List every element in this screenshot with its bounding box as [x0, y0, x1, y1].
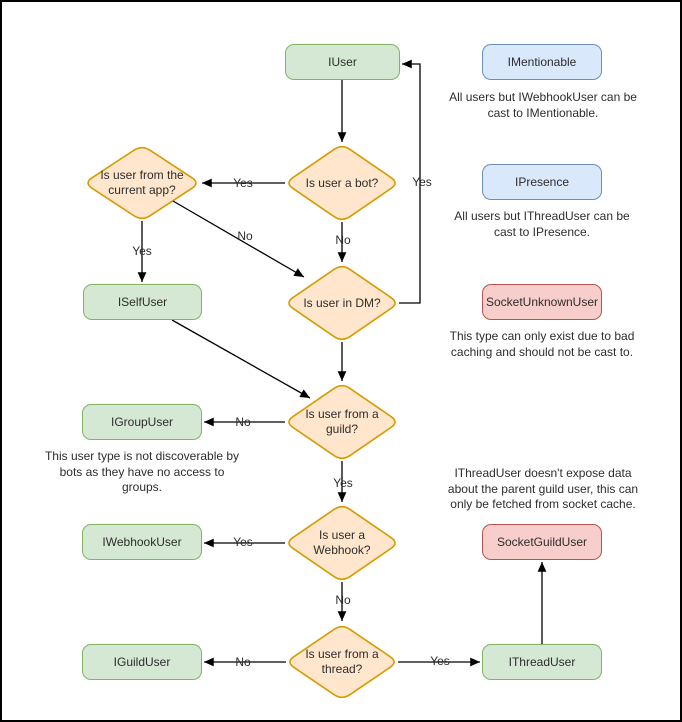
- decision-is-user-from-current-app-label: Is user from the current app?: [100, 168, 184, 197]
- edge-iselfuser-to-guild: [171, 319, 311, 399]
- node-igroupuser: IGroupUser: [82, 404, 202, 440]
- decision-is-user-from-thread-label: Is user from a thread?: [305, 647, 379, 676]
- node-ithreaduser: IThreadUser: [482, 644, 602, 680]
- decision-is-user-in-dm-shape: [288, 265, 396, 341]
- edge-label-webhook-no: No: [335, 593, 351, 607]
- note-igroupuser: This user type is not discoverable by bo…: [44, 449, 240, 494]
- note-ithreaduser: IThreadUser doesn't expose data about th…: [447, 466, 639, 511]
- edge-label-bot-no: No: [335, 233, 351, 247]
- decision-is-user-a-bot-shape: [288, 145, 396, 221]
- edge-label-bot-to-currentapp-yes: Yes: [233, 176, 253, 190]
- decision-is-user-from-current-app-shape: [87, 146, 197, 220]
- edge-dm-to-iuser: [399, 59, 421, 304]
- edge-label-guild-no: No: [235, 415, 251, 429]
- node-ipresence: IPresence: [482, 164, 602, 200]
- edge-label-thread-yes: Yes: [430, 654, 450, 668]
- edge-label-webhook-yes: Yes: [233, 535, 253, 549]
- edge-label-dm-yes: Yes: [412, 175, 432, 189]
- edge-label-currentapp-no: No: [237, 229, 253, 243]
- node-iguilduser: IGuildUser: [82, 644, 202, 680]
- node-iuser: IUser: [285, 44, 400, 80]
- edge-label-guild-yes: Yes: [333, 476, 353, 490]
- decision-is-user-a-bot-label: Is user a bot?: [305, 175, 379, 190]
- decision-is-user-in-dm-label: Is user in DM?: [303, 295, 381, 310]
- note-socketunknownuser: This type can only exist due to bad cach…: [449, 329, 635, 359]
- decision-is-user-from-guild-label: Is user from a guild?: [305, 407, 379, 436]
- decision-is-user-from-thread-shape: [289, 625, 395, 699]
- decision-is-user-from-guild-shape: [288, 384, 396, 460]
- edge-currentapp-to-dm: [172, 200, 305, 278]
- decision-is-user-a-webhook-shape: [288, 505, 396, 581]
- edge-label-currentapp-yes: Yes: [132, 244, 152, 258]
- node-imentionable: IMentionable: [482, 44, 602, 80]
- decision-is-user-a-webhook-label: Is user a Webhook?: [313, 528, 371, 557]
- node-iwebhookuser: IWebhookUser: [82, 524, 202, 560]
- note-ipresence: All users but IThreadUser can be cast to…: [454, 209, 630, 239]
- node-socketguilduser: SocketGuildUser: [482, 524, 602, 560]
- edge-label-thread-no: No: [235, 655, 251, 669]
- node-socketunknownuser: SocketUnknownUser: [482, 284, 602, 320]
- note-imentionable: All users but IWebhookUser can be cast t…: [449, 90, 637, 120]
- node-iselfuser: ISelfUser: [83, 284, 202, 320]
